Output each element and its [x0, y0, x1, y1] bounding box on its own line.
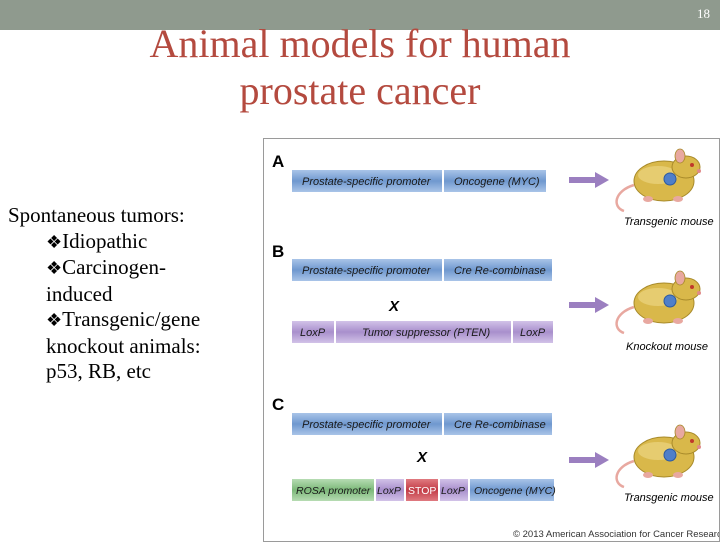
list-item-continuation: induced	[46, 281, 113, 306]
stop-box-c	[406, 479, 438, 501]
list-item: ❖Idiopathic	[46, 228, 148, 253]
rosa-label-c: ROSA promoter	[296, 485, 371, 497]
diamond-bullet-icon: ❖	[46, 231, 63, 252]
pten-box-b	[336, 321, 511, 343]
cre-label-c: Cre Re-combinase	[454, 419, 546, 431]
oncogene-box-a	[444, 170, 546, 192]
mouse-icon	[615, 147, 703, 213]
arrow-right-icon	[569, 297, 609, 313]
loxp-label-b-left: LoxP	[300, 327, 326, 339]
diamond-bullet-icon: ❖	[46, 258, 63, 278]
cre-box-b	[444, 259, 552, 281]
title-line-1: Animal models for human	[149, 21, 571, 66]
list-item: ❖Transgenic/gene	[46, 307, 201, 331]
result-label-a: Transgenic mouse	[624, 216, 714, 228]
oncogene-label-a: Oncogene (MYC)	[454, 176, 540, 188]
mouse-models-figure: A Prostate-specific promoter Oncogene (M…	[263, 138, 720, 542]
slide-title: Animal models for human prostate cancer	[60, 20, 660, 114]
mouse-icon	[615, 269, 703, 335]
stop-label-c: STOP	[408, 485, 436, 497]
promoter-label-a: Prostate-specific promoter	[302, 176, 432, 188]
arrow-right-icon	[569, 452, 609, 468]
pten-label-b: Tumor suppressor (PTEN)	[362, 327, 490, 339]
panel-letter-c: C	[272, 395, 284, 414]
loxp-box-c-left	[376, 479, 404, 501]
mouse-icon	[615, 423, 703, 489]
body-heading: Spontaneous tumors:	[8, 203, 185, 227]
loxp-box-b-left	[292, 321, 334, 343]
cre-box-c	[444, 413, 552, 435]
oncogene-box-c	[470, 479, 554, 501]
loxp-box-c-right	[440, 479, 468, 501]
cross-symbol-b: X	[388, 298, 400, 315]
cre-label-b: Cre Re-combinase	[454, 265, 546, 277]
arrow-right-icon	[569, 172, 609, 188]
list-item-continuation: p53, RB, etc	[46, 359, 151, 383]
title-line-2: prostate cancer	[239, 68, 481, 113]
body-text: Spontaneous tumors: ❖Idiopathic ❖Carcino…	[8, 203, 258, 385]
panel-letter-b: B	[272, 242, 284, 261]
rosa-box-c	[292, 479, 374, 501]
loxp-label-c-right: LoxP	[441, 485, 465, 497]
list-item-continuation: knockout animals:	[46, 333, 201, 358]
result-label-b: Knockout mouse	[626, 341, 708, 353]
promoter-label-c: Prostate-specific promoter	[302, 419, 432, 431]
promoter-label-b: Prostate-specific promoter	[302, 265, 432, 277]
copyright-text: © 2013 American Association for Cancer R…	[513, 529, 719, 540]
promoter-box-a	[292, 170, 442, 192]
list-item: ❖Carcinogen-	[46, 255, 166, 279]
top-bar	[0, 0, 720, 30]
loxp-box-b-right	[513, 321, 553, 343]
panel-letter-a: A	[272, 152, 284, 171]
page-number: 18	[697, 6, 710, 21]
diamond-bullet-icon: ❖	[46, 310, 63, 330]
oncogene-label-c: Oncogene (MYC)	[474, 485, 556, 497]
result-label-c: Transgenic mouse	[624, 492, 714, 504]
loxp-label-b-right: LoxP	[520, 327, 546, 339]
promoter-box-c	[292, 413, 442, 435]
cross-symbol-c: X	[416, 449, 428, 466]
loxp-label-c-left: LoxP	[377, 485, 401, 497]
promoter-box-b	[292, 259, 442, 281]
